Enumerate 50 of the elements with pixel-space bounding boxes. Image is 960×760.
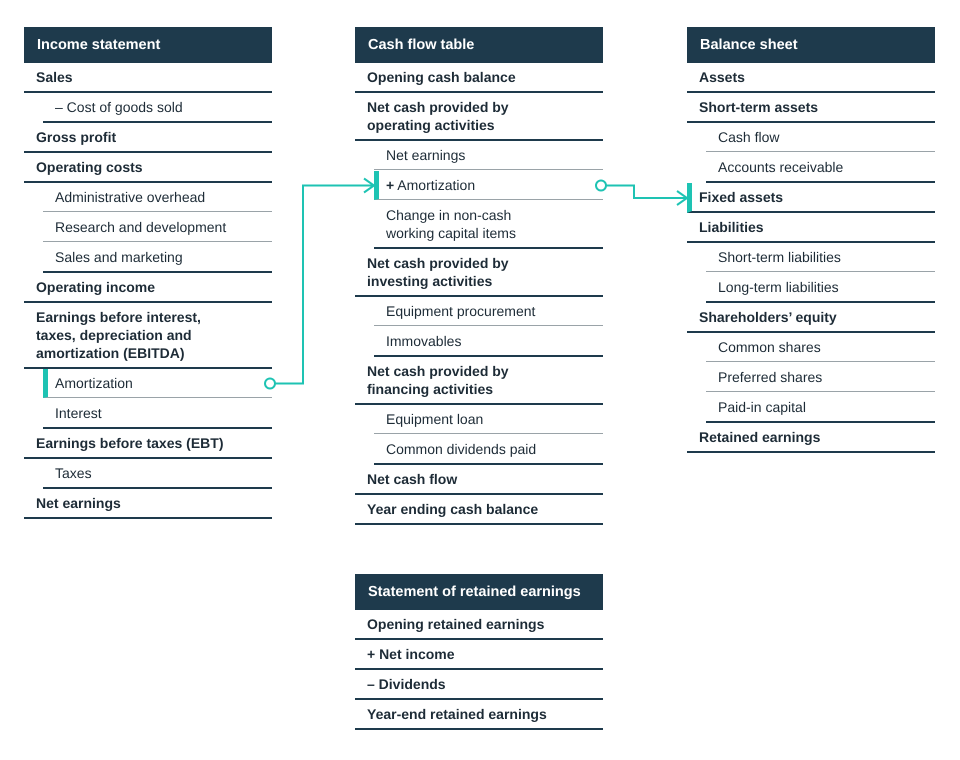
- statement-row: Net cash provided by investing activities: [355, 249, 603, 297]
- statement-row: Liabilities: [687, 213, 935, 243]
- statement-row: Earnings before taxes (EBT): [24, 429, 272, 459]
- statement-row: Short-term assets: [687, 93, 935, 123]
- table-header: Cash flow table: [355, 27, 603, 63]
- statement-row: Sales and marketing: [43, 243, 272, 273]
- statement-row: Preferred shares: [706, 363, 935, 392]
- table-header: Balance sheet: [687, 27, 935, 63]
- statement-row: Opening cash balance: [355, 63, 603, 93]
- statement-row: Administrative overhead: [43, 183, 272, 212]
- statement-row: Change in non-cash working capital items: [374, 201, 603, 249]
- statement-row: Net cash provided by operating activities: [355, 93, 603, 141]
- statement-row: Immovables: [374, 327, 603, 357]
- table-header: Income statement: [24, 27, 272, 63]
- statement-row: Assets: [687, 63, 935, 93]
- statement-row: Opening retained earnings: [355, 610, 603, 640]
- statement-row: Taxes: [43, 459, 272, 489]
- statement-row: Paid-in capital: [706, 393, 935, 423]
- statement-row: – Dividends: [355, 670, 603, 700]
- statement-row: Net earnings: [374, 141, 603, 170]
- statement-row: Amortization: [43, 369, 272, 398]
- statement-row: Interest: [43, 399, 272, 429]
- statement-row: Common shares: [706, 333, 935, 362]
- statement-row: + Amortization: [374, 171, 603, 200]
- statement-row: Accounts receivable: [706, 153, 935, 183]
- statement-row: Operating costs: [24, 153, 272, 183]
- statement-row: Earnings before interest, taxes, depreciation and amortization (EBITDA): [24, 303, 272, 369]
- statement-row: Cash flow: [706, 123, 935, 152]
- statement-row: Net earnings: [24, 489, 272, 519]
- statement-row: Year-end retained earnings: [355, 700, 603, 730]
- statement-row: Net cash flow: [355, 465, 603, 495]
- statement-row: Sales: [24, 63, 272, 93]
- statement-row: Research and development: [43, 213, 272, 242]
- arrow: [264, 178, 375, 390]
- statement-row: Operating income: [24, 273, 272, 303]
- statement-row: – Cost of goods sold: [43, 93, 272, 123]
- statement-row: Year ending cash balance: [355, 495, 603, 525]
- statement-row: Fixed assets: [687, 183, 935, 213]
- statement-row: Long-term liabilities: [706, 273, 935, 303]
- statement-row: Shareholders’ equity: [687, 303, 935, 333]
- statement-row: Short-term liabilities: [706, 243, 935, 272]
- statement-row: Retained earnings: [687, 423, 935, 453]
- statement-row: Net cash provided by financing activities: [355, 357, 603, 405]
- statement-row: Gross profit: [24, 123, 272, 153]
- arrow: [595, 180, 688, 206]
- statement-row: Common dividends paid: [374, 435, 603, 465]
- statement-row: Equipment procurement: [374, 297, 603, 326]
- statement-row: + Net income: [355, 640, 603, 670]
- statement-row: Equipment loan: [374, 405, 603, 434]
- table-header: Statement of retained earnings: [355, 574, 603, 610]
